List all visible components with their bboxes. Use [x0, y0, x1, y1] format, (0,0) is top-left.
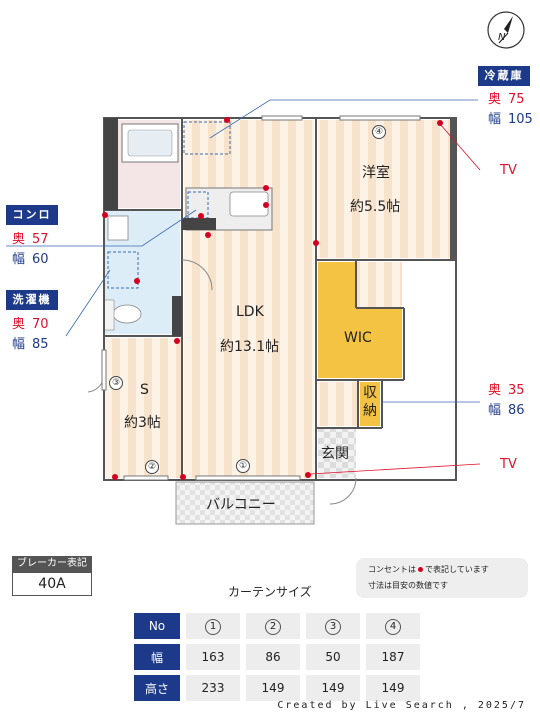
outlet-dot — [102, 212, 108, 218]
curtain-size-table: No 1 2 3 4 幅 163 86 50 187 高さ 233 149 14… — [128, 608, 426, 706]
outlet-dot — [224, 117, 230, 123]
room-ldk-name: LDK — [236, 304, 264, 320]
outlet-dot — [437, 120, 443, 126]
room-ldk-size: 約13.1帖 — [220, 339, 280, 355]
compass-icon — [487, 11, 525, 49]
window-number-2: ② — [145, 460, 159, 474]
fridge-tag: 冷蔵庫 — [478, 66, 530, 86]
outlet-dot — [174, 338, 180, 344]
room-western-name: 洋室 — [362, 165, 390, 181]
windows — [101, 115, 421, 481]
callout-lines — [6, 99, 480, 403]
table-row: 高さ 233 149 149 149 — [134, 675, 420, 701]
outlet-dot — [305, 472, 311, 478]
fridge-spot — [183, 121, 231, 155]
room-s-size: 約3帖 — [124, 415, 161, 431]
door-swing — [181, 259, 213, 291]
room-entrance-name: 玄関 — [321, 446, 349, 462]
washer-spot — [107, 251, 139, 289]
room-closet-name: 収納 — [363, 385, 377, 419]
window-number-4: ④ — [372, 125, 386, 139]
room-wic-name: WIC — [344, 330, 372, 346]
table-row: No 1 2 3 4 — [134, 613, 420, 639]
outlet-dot — [180, 474, 186, 480]
balcony-floor — [175, 481, 315, 525]
floor-plan — [6, 99, 481, 525]
outlet-dot — [205, 232, 211, 238]
outlet-dot — [112, 474, 118, 480]
stove-tag: コンロ — [6, 205, 58, 225]
breaker-label: ブレーカー表記 — [12, 556, 92, 572]
compass: N — [486, 10, 526, 50]
outlet-dot — [313, 240, 319, 246]
entrance-door-swing — [329, 477, 357, 505]
washer-tag: 洗濯機 — [6, 290, 58, 310]
closet-floor — [360, 382, 380, 426]
exterior-wall — [104, 118, 118, 210]
tv-callout-lines — [309, 123, 481, 475]
ldk-floor — [184, 120, 314, 478]
room-balcony-name: バルコニー — [206, 497, 276, 513]
credit-line: Created by Live Search , 2025/7 — [277, 700, 526, 711]
note-box: コンセントはで表記しています 寸法は目安の数値です — [356, 558, 528, 598]
outlet-dot — [198, 213, 204, 219]
outlet-dot — [134, 278, 140, 284]
outlet-dot-icon — [418, 567, 423, 572]
window-number-1: ① — [236, 459, 250, 473]
window-number-3: ③ — [109, 376, 123, 390]
outlet-dot — [263, 202, 269, 208]
s-room-floor — [104, 338, 182, 478]
room-s-name: S — [140, 382, 149, 398]
entrance-floor — [318, 428, 356, 478]
western-room-floor — [318, 120, 454, 258]
compass-letter: N — [498, 32, 506, 43]
table-row: 幅 163 86 50 187 — [134, 644, 420, 670]
curtain-title: カーテンサイズ — [228, 585, 312, 599]
breaker-value: 40A — [12, 572, 92, 596]
wash-basin — [107, 215, 129, 241]
outlet-dot — [263, 185, 269, 191]
tv-label: TV — [500, 457, 517, 472]
room-western-size: 約5.5帖 — [350, 199, 401, 215]
tv-label: TV — [500, 163, 517, 178]
toilet — [112, 304, 142, 324]
